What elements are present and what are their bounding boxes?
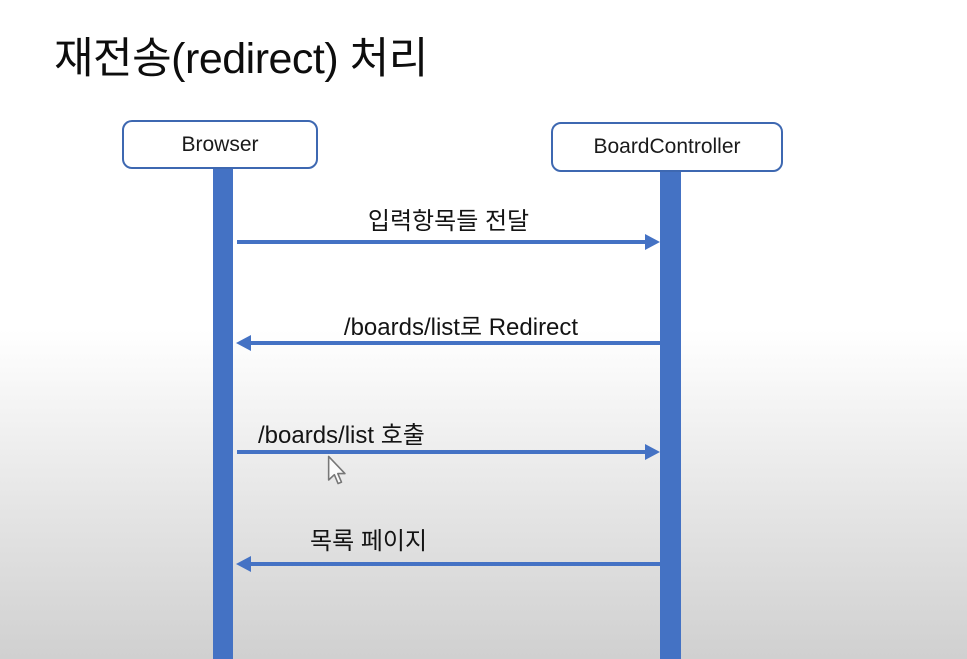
arrowhead-left-icon xyxy=(236,335,251,351)
actor-box-browser: Browser xyxy=(122,120,318,169)
message-label-4: 목록 페이지 xyxy=(310,528,428,555)
message-arrow-2 xyxy=(236,335,661,351)
lifeline-boardcontroller xyxy=(660,171,681,659)
message-arrow-4 xyxy=(236,556,663,572)
slide-title: 재전송(redirect) 처리 xyxy=(54,35,428,83)
arrowhead-right-icon xyxy=(645,444,660,460)
message-label-2: /boards/list로 Redirect xyxy=(343,314,579,341)
message-arrow-3 xyxy=(237,444,660,460)
message-label-1: 입력항목들 전달 xyxy=(367,208,530,235)
message-arrow-1 xyxy=(237,234,660,250)
mouse-cursor-icon xyxy=(327,455,346,485)
actor-label-boardcontroller: BoardController xyxy=(593,135,741,158)
actor-label-browser: Browser xyxy=(181,132,259,156)
message-label-3: /boards/list 호출 xyxy=(258,422,425,449)
arrowhead-right-icon xyxy=(645,234,660,250)
actor-box-boardcontroller: BoardController xyxy=(551,122,783,172)
arrowhead-left-icon xyxy=(236,556,251,572)
lifeline-browser xyxy=(213,168,233,659)
